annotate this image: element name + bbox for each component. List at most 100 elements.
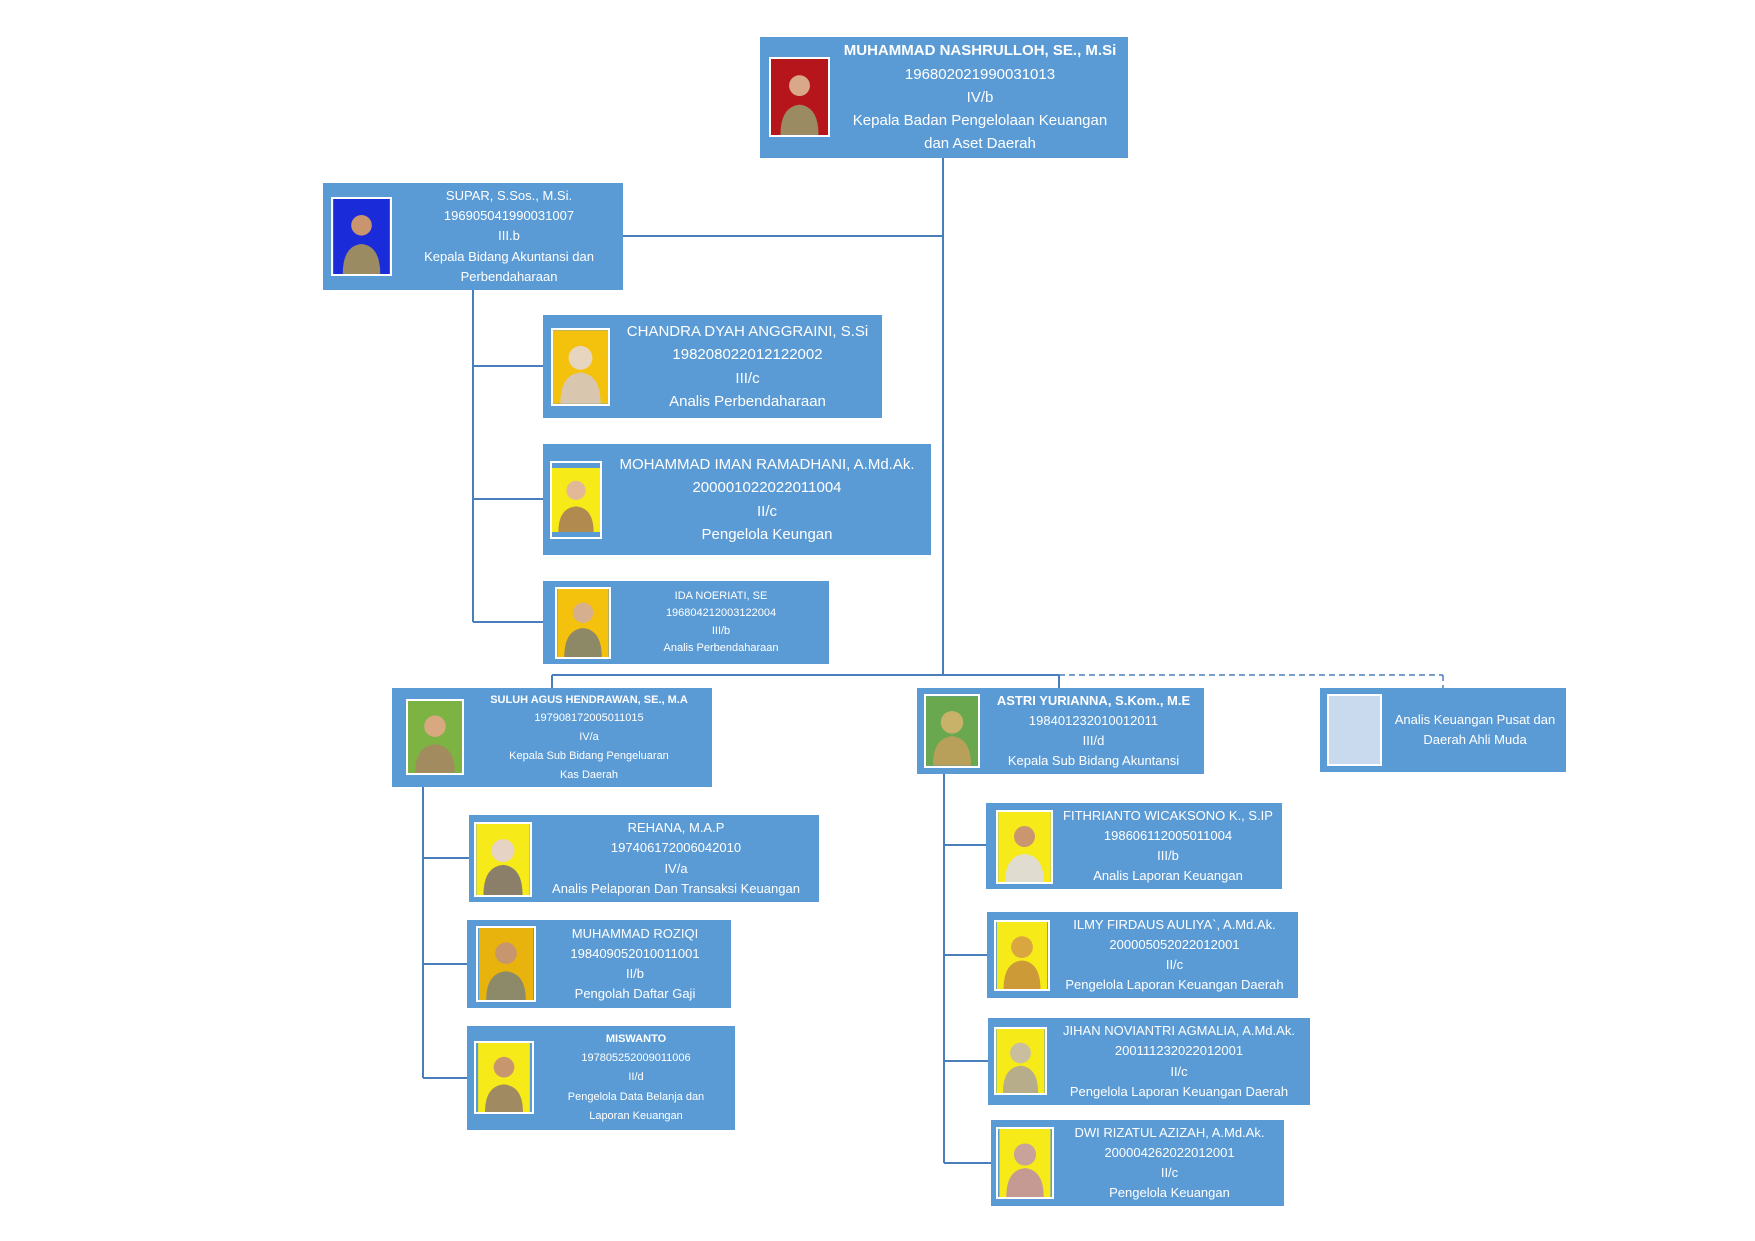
name: CHANDRA DYAH ANGGRAINI, S.Si xyxy=(626,323,869,340)
text-rehana: REHANA, M.A.P 197406172006042010 IV/a An… xyxy=(533,815,819,902)
node-suluh[interactable]: SULUH AGUS HENDRAWAN, SE., M.A 197908172… xyxy=(392,688,712,787)
node-jihan[interactable]: JIHAN NOVIANTRI AGMALIA, A.Md.Ak. 200111… xyxy=(988,1018,1310,1105)
name: DWI RIZATUL AZIZAH, A.Md.Ak. xyxy=(1074,1124,1265,1140)
title-line-2: Kas Daerah xyxy=(559,768,619,781)
person-photo-icon xyxy=(996,1029,1045,1093)
node-miswanto[interactable]: MISWANTO 197805252009011006 II/d Pengelo… xyxy=(467,1026,735,1130)
name: REHANA, M.A.P xyxy=(627,820,725,836)
text-head: MUHAMMAD NASHRULLOH, SE., M.Si 196802021… xyxy=(832,37,1128,158)
text-ida: IDA NOERIATI, SE 196804212003122004 III/… xyxy=(613,581,829,664)
title-line-2: Laporan Keuangan xyxy=(589,1109,683,1122)
text-roziqi: MUHAMMAD ROZIQI 198409052010011001 II/b … xyxy=(539,920,731,1008)
nip: 197908172005011015 xyxy=(534,712,644,725)
text-fithrianto: FITHRIANTO WICAKSONO K., S.IP 1986061120… xyxy=(1054,803,1282,889)
node-fithrianto[interactable]: FITHRIANTO WICAKSONO K., S.IP 1986061120… xyxy=(986,803,1282,889)
nip: 198606112005011004 xyxy=(1103,827,1233,843)
nip: 196802021990031013 xyxy=(904,65,1056,83)
text-ilmy: ILMY FIRDAUS AULIYA`, A.Md.Ak. 200005052… xyxy=(1051,912,1298,998)
person-photo-icon xyxy=(771,59,828,135)
person-photo-icon xyxy=(557,589,609,657)
photo-ilmy xyxy=(994,920,1050,991)
nip: 198401232010012011 xyxy=(1028,712,1159,728)
grade: IV/a xyxy=(579,731,599,744)
grade: II/c xyxy=(756,502,777,520)
nip: 196804212003122004 xyxy=(665,607,777,620)
grade: II/c xyxy=(1160,1165,1179,1180)
text-suluh: SULUH AGUS HENDRAWAN, SE., M.A 197908172… xyxy=(466,688,712,787)
photo-roziqi xyxy=(476,926,536,1002)
grade: III/b xyxy=(1157,848,1179,863)
name: JIHAN NOVIANTRI AGMALIA, A.Md.Ak. xyxy=(1063,1023,1295,1039)
person-photo-icon xyxy=(408,701,462,773)
title-line-1: Kepala Sub Bidang Pengeluaran xyxy=(509,749,669,762)
photo-dwi xyxy=(996,1127,1054,1199)
photo-head xyxy=(769,57,830,137)
person-photo-icon xyxy=(479,928,533,1000)
name: SULUH AGUS HENDRAWAN, SE., M.A xyxy=(490,693,688,706)
title-line-1: Analis Laporan Keuangan xyxy=(1093,868,1243,884)
name: ILMY FIRDAUS AULIYA`, A.Md.Ak. xyxy=(1073,916,1276,932)
grade: II/c xyxy=(1170,1063,1188,1079)
node-iman[interactable]: MOHAMMAD IMAN RAMADHANI, A.Md.Ak. 200001… xyxy=(543,444,931,555)
name: MUHAMMAD ROZIQI xyxy=(571,925,699,941)
nip: 198208022012122002 xyxy=(672,346,823,364)
title-line-2: dan Aset Daerah xyxy=(924,135,1036,153)
photo-rehana xyxy=(474,822,532,897)
photo-astri xyxy=(924,694,980,768)
nip: 197805252009011006 xyxy=(581,1052,691,1065)
text-supar: SUPAR, S.Sos., M.Si. 196905041990031007 … xyxy=(395,183,623,290)
photo-ida xyxy=(555,587,611,659)
person-photo-icon xyxy=(478,1043,530,1112)
text-jihan: JIHAN NOVIANTRI AGMALIA, A.Md.Ak. 200111… xyxy=(1048,1018,1310,1105)
title-line-2: Perbendaharaan xyxy=(460,268,558,284)
node-head[interactable]: MUHAMMAD NASHRULLOH, SE., M.Si 196802021… xyxy=(760,37,1128,158)
person-photo-icon xyxy=(552,468,600,532)
node-astri[interactable]: ASTRI YURIANNA, S.Kom., M.E 198401232010… xyxy=(917,688,1204,774)
node-chandra[interactable]: CHANDRA DYAH ANGGRAINI, S.Si 19820802201… xyxy=(543,315,882,418)
grade: III/c xyxy=(735,369,760,387)
person-photo-icon xyxy=(926,696,978,766)
text-miswanto: MISWANTO 197805252009011006 II/d Pengelo… xyxy=(537,1026,735,1130)
node-rehana[interactable]: REHANA, M.A.P 197406172006042010 IV/a An… xyxy=(469,815,819,902)
name: FITHRIANTO WICAKSONO K., S.IP xyxy=(1063,807,1273,823)
title-line-1: Pengelola Laporan Keuangan Daerah xyxy=(1069,1083,1289,1099)
title-line-1: Pengolah Daftar Gaji xyxy=(574,986,696,1002)
name: IDA NOERIATI, SE xyxy=(674,590,768,603)
photo-supar xyxy=(331,197,392,276)
photo-iman xyxy=(550,461,602,539)
node-dwi[interactable]: DWI RIZATUL AZIZAH, A.Md.Ak. 20000426202… xyxy=(991,1120,1284,1206)
photo-placeholder xyxy=(1327,694,1382,766)
nip: 198409052010011001 xyxy=(570,945,700,961)
name: MOHAMMAD IMAN RAMADHANI, A.Md.Ak. xyxy=(619,456,915,473)
text-dwi: DWI RIZATUL AZIZAH, A.Md.Ak. 20000426202… xyxy=(1055,1120,1284,1206)
title-line-1: Analis Perbendaharaan xyxy=(663,641,779,654)
grade: IV/b xyxy=(966,88,994,106)
nip: 200111232022012001 xyxy=(1114,1043,1244,1059)
grade: II/c xyxy=(1165,957,1184,972)
title-line-1: Kepala Sub Bidang Akuntansi xyxy=(1007,753,1180,769)
person-photo-icon xyxy=(996,922,1048,989)
node-ilmy[interactable]: ILMY FIRDAUS AULIYA`, A.Md.Ak. 200005052… xyxy=(987,912,1298,998)
text-analis: Analis Keuangan Pusat dan Daerah Ahli Mu… xyxy=(1384,688,1566,772)
text-astri: ASTRI YURIANNA, S.Kom., M.E 198401232010… xyxy=(983,688,1204,774)
grade: IV/a xyxy=(664,860,688,876)
photo-miswanto xyxy=(474,1041,534,1114)
title-line-1: Kepala Bidang Akuntansi dan xyxy=(424,248,594,264)
person-photo-icon xyxy=(999,1129,1051,1197)
person-photo-icon xyxy=(998,812,1051,882)
node-ida[interactable]: IDA NOERIATI, SE 196804212003122004 III/… xyxy=(543,581,829,664)
photo-chandra xyxy=(551,328,610,406)
person-photo-icon xyxy=(333,199,390,274)
node-analis[interactable]: Analis Keuangan Pusat dan Daerah Ahli Mu… xyxy=(1320,688,1566,772)
title-line-1: Analis Pelaporan Dan Transaksi Keuangan xyxy=(552,880,800,896)
title-line-1: Pengelola Data Belanja dan xyxy=(567,1090,705,1103)
name: MUHAMMAD NASHRULLOH, SE., M.Si xyxy=(843,42,1117,60)
photo-jihan xyxy=(994,1027,1047,1095)
title-line-1: Analis Perbendaharaan xyxy=(669,392,826,410)
node-supar[interactable]: SUPAR, S.Sos., M.Si. 196905041990031007 … xyxy=(323,183,623,290)
node-roziqi[interactable]: MUHAMMAD ROZIQI 198409052010011001 II/b … xyxy=(467,920,731,1008)
person-photo-icon xyxy=(476,824,530,895)
photo-suluh xyxy=(406,699,464,775)
grade: III/d xyxy=(1082,733,1105,748)
